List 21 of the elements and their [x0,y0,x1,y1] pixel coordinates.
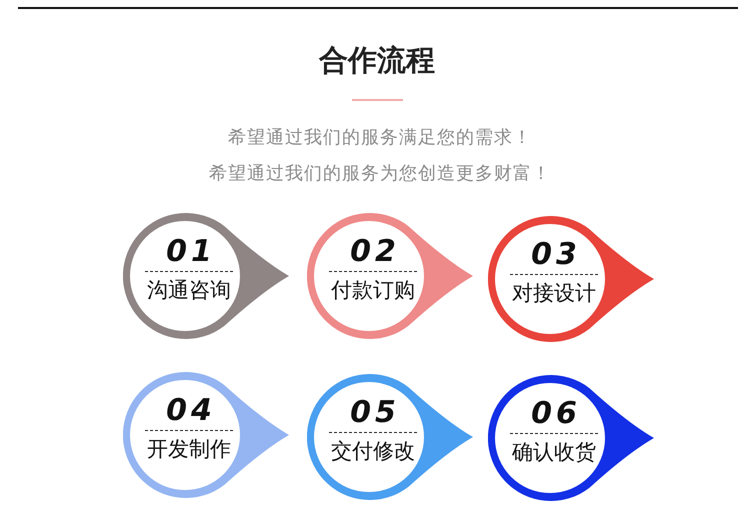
subtitle: 希望通过我们的服务满足您的需求！ [228,128,532,148]
subtitle: 希望通过我们的服务为您创造更多财富！ [209,164,551,184]
step-number: 06 [531,399,581,429]
step-marker [307,213,473,339]
step-marker [488,375,654,501]
step-number: 03 [531,240,581,270]
step-number: 05 [350,398,400,428]
step-label: 对接设计 [512,282,596,304]
step-marker [123,372,289,498]
step-marker [307,374,473,500]
step-number: 04 [166,396,216,426]
step-label: 开发制作 [147,438,231,460]
step-label: 交付修改 [331,440,415,462]
step-label: 确认收货 [512,441,596,463]
title: 合作流程 [319,44,435,76]
step-label: 沟通咨询 [147,279,231,301]
step-number: 02 [350,237,400,267]
step-label: 付款订购 [331,279,415,301]
step-number: 01 [166,237,216,267]
step-marker [488,216,654,342]
step-marker [123,213,289,339]
